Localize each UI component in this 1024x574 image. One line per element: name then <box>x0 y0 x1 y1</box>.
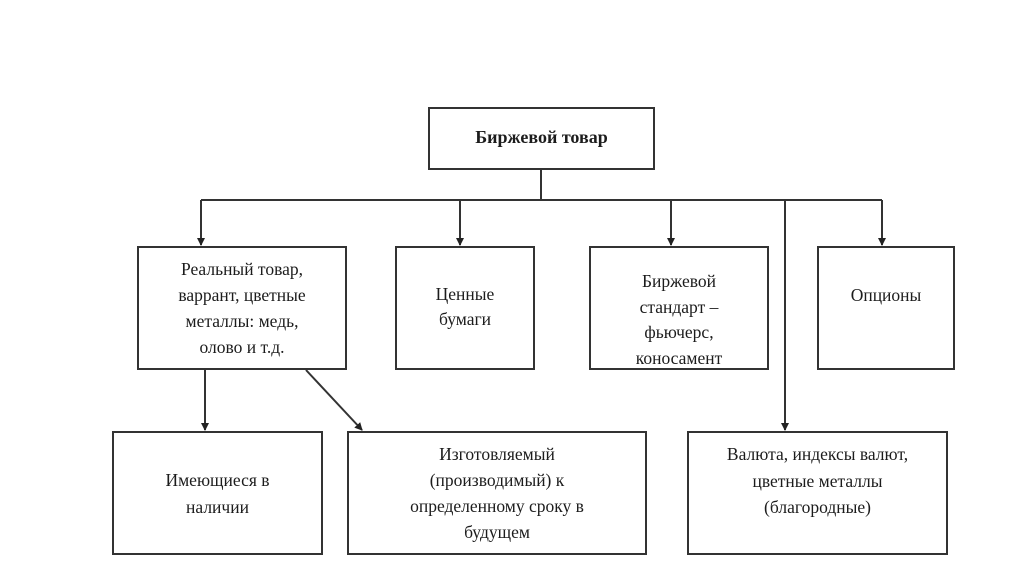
node-real-goods: Реальный товар, варрант, цветные металлы… <box>137 246 347 370</box>
node-text-line: варрант, цветные <box>178 285 306 305</box>
node-text-line: металлы: медь, <box>185 311 299 331</box>
node-text-line: Имеющиеся в <box>165 470 270 490</box>
node-text-line: определенному сроку в <box>410 496 584 516</box>
node-options: Опционы <box>817 246 955 370</box>
node-text-line: бумаги <box>438 309 492 329</box>
node-text-line: Биржевой товар <box>475 127 608 147</box>
node-text-line: цветные металлы <box>752 470 883 491</box>
node-text-line: стандарт – <box>639 296 719 317</box>
node-text-line: Валюта, индексы валют, <box>726 444 909 464</box>
node-text-line: Ценные <box>435 284 495 304</box>
node-text-line: Реальный товар, <box>180 259 304 279</box>
node-text-line: олово и т.д. <box>199 337 285 357</box>
node-text-line: коносамент <box>635 347 723 368</box>
node-text-line: Опционы <box>850 285 922 305</box>
node-future-produced: Изготовляемый (производимый) к определен… <box>347 431 647 555</box>
node-text-line: (производимый) к <box>429 470 565 490</box>
node-text-line: (благородные) <box>764 497 871 517</box>
edge-real-goods-to-future-produced <box>305 369 363 431</box>
node-available-in-stock: Имеющиеся в наличии <box>112 431 323 555</box>
node-text-line: Изготовляемый <box>439 444 555 464</box>
root-node-exchange-goods: Биржевой товар <box>428 107 655 170</box>
node-text-line: наличии <box>186 497 249 517</box>
node-securities: Ценные бумаги <box>395 246 535 370</box>
node-text-line: Биржевой <box>641 271 717 291</box>
node-text-line: будущем <box>464 522 530 542</box>
node-text-line: фьючерс, <box>644 322 714 342</box>
node-currency-metals: Валюта, индексы валют, цветные металлы (… <box>687 431 948 555</box>
node-exchange-standard: Биржевой стандарт – фьючерс, коносамент <box>589 246 769 370</box>
